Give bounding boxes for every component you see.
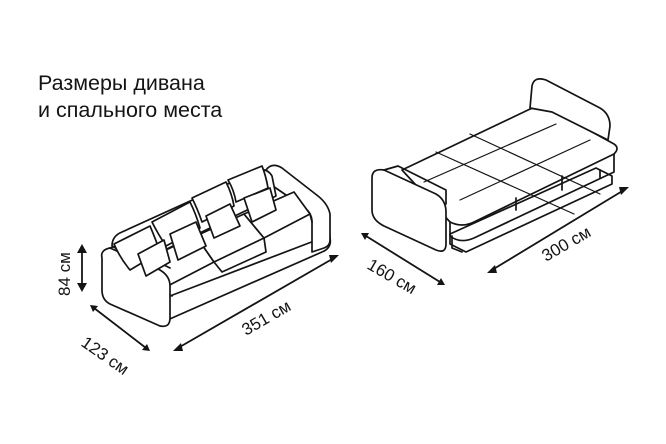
bed-seam-cross-2 xyxy=(459,139,591,201)
page-title: Размеры дивана и спального места xyxy=(38,70,222,124)
bed-seam-long-2 xyxy=(469,133,601,195)
bed-width-arrow-left xyxy=(361,233,369,240)
bed-drawing xyxy=(371,78,618,253)
bed-backrest xyxy=(529,78,611,141)
depth-label: 123 см xyxy=(78,333,133,379)
length-dimension-line xyxy=(177,257,335,349)
small-cushion-2 xyxy=(169,221,207,261)
title-line-2: и спального места xyxy=(38,98,223,122)
height-arrow-top xyxy=(77,244,87,253)
sofa-drawing xyxy=(100,164,332,328)
bed-width-label: 160 см xyxy=(364,255,420,298)
bed-seam-breaks xyxy=(515,175,563,211)
height-dimension: 84 см xyxy=(55,244,87,296)
small-cushion-4 xyxy=(243,187,277,223)
small-cushion-1 xyxy=(137,239,171,277)
height-label: 84 см xyxy=(55,252,74,296)
back-pillow-3 xyxy=(191,181,235,223)
bed-length-arrow-right xyxy=(619,187,629,195)
bed-seam-cross-1 xyxy=(423,123,557,183)
bed-length-dimension-line xyxy=(491,189,625,271)
length-arrow-right xyxy=(329,255,339,263)
bed-feet xyxy=(451,169,601,253)
back-pillow-2 xyxy=(151,201,201,247)
bed-length-arrow-left xyxy=(487,265,497,273)
bed-front-armrest xyxy=(371,168,447,252)
bed-length-label: 300 см xyxy=(539,222,595,265)
length-label: 351 см xyxy=(239,296,295,339)
bed-width-arrow-right xyxy=(437,278,445,285)
bed-seam-long-1 xyxy=(435,151,575,215)
depth-arrow-left xyxy=(90,305,98,312)
bed-mattress-edge xyxy=(449,153,615,242)
depth-dimension-line xyxy=(93,307,147,349)
length-arrow-left xyxy=(173,343,183,351)
bed-width-dimension-line xyxy=(365,235,441,283)
bed-front-armrest-top xyxy=(383,165,447,205)
depth-arrow-right xyxy=(142,344,150,351)
title-line-1: Размеры дивана xyxy=(38,71,205,95)
small-cushion-3 xyxy=(205,203,241,239)
height-arrow-bottom xyxy=(77,283,87,292)
